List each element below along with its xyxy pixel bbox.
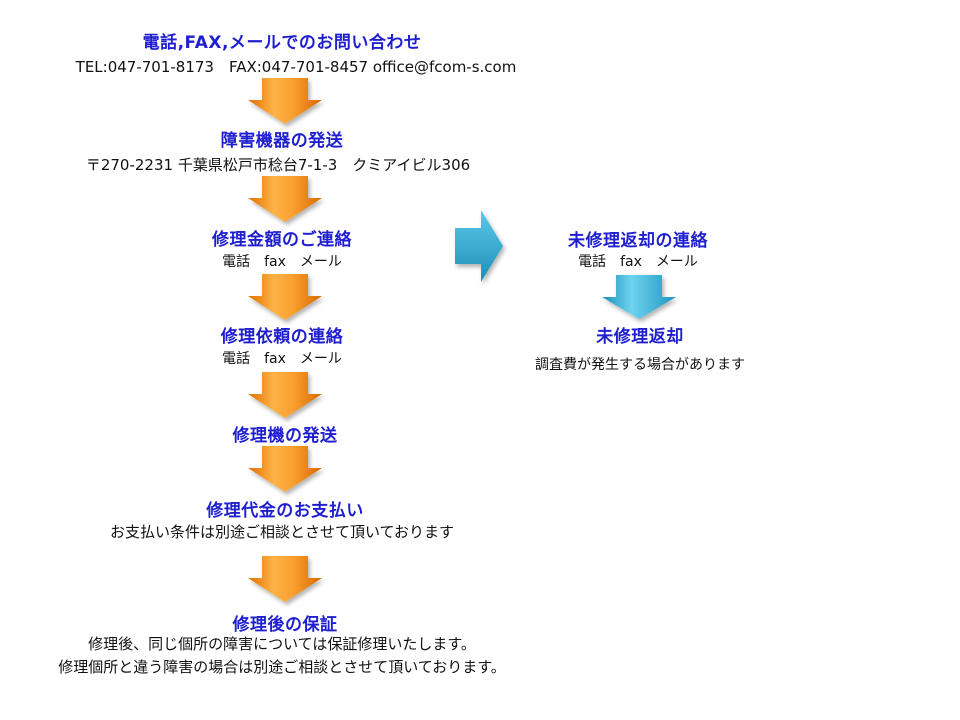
warranty-line-1: 修理後、同じ個所の障害については保証修理いたします。 <box>88 635 476 653</box>
down-arrow-icon <box>248 78 322 124</box>
warranty-line-2: 修理個所と違う障害の場合は別途ご相談とさせて頂いております。 <box>58 658 506 676</box>
down-arrow-icon <box>248 556 322 602</box>
down-arrow-icon <box>248 372 322 418</box>
repaired-ship-title: 修理機の発送 <box>232 426 338 446</box>
estimate-methods: 電話 fax メール <box>222 254 342 270</box>
unrepaired-return-note: 調査費が発生する場合があります <box>535 357 745 373</box>
request-title: 修理依頼の連絡 <box>220 327 344 347</box>
right-arrow-icon <box>455 210 503 282</box>
down-arrow-icon <box>248 176 322 222</box>
down-arrow-icon <box>248 446 322 492</box>
request-methods: 電話 fax メール <box>222 351 342 367</box>
payment-note: お支払い条件は別途ご相談とさせて頂いております <box>109 523 455 541</box>
unrepaired-contact-methods: 電話 fax メール <box>578 254 698 270</box>
contact-title: 電話,FAX,メールでのお問い合わせ <box>142 33 422 53</box>
unrepaired-contact-title: 未修理返却の連絡 <box>568 231 708 251</box>
down-arrow-icon <box>248 274 322 320</box>
estimate-title: 修理金額のご連絡 <box>212 230 352 250</box>
contact-details: TEL:047-701-8173 FAX:047-701-8457 office… <box>75 58 517 76</box>
payment-title: 修理代金のお支払い <box>206 501 364 521</box>
down-arrow-icon <box>602 275 676 319</box>
warranty-title: 修理後の保証 <box>232 615 338 635</box>
ship-address: 〒270-2231 千葉県松戸市稔台7-1-3 クミアイビル306 <box>85 156 471 174</box>
ship-title: 障害機器の発送 <box>220 131 344 151</box>
unrepaired-return-title: 未修理返却 <box>596 327 684 347</box>
